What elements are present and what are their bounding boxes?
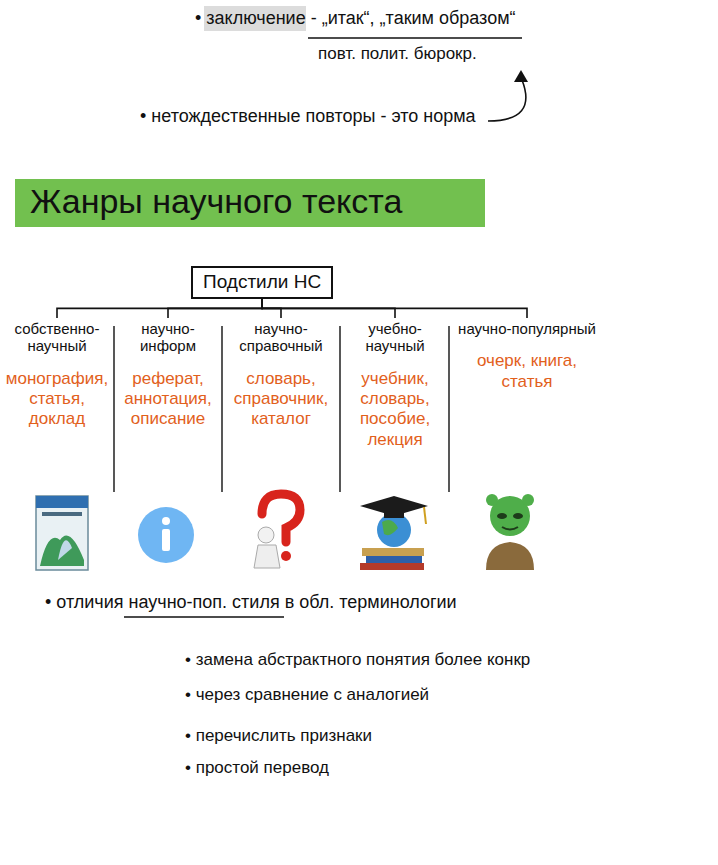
graduation-icon	[360, 496, 428, 570]
column-heading: научно-справочный	[226, 320, 336, 355]
box-label: Подстили НС	[203, 271, 321, 292]
column-heading: научно-популярный	[454, 320, 600, 337]
genre-column: научно-популярный очерк, книга, статья	[454, 318, 600, 392]
column-heading: собственно-научный	[4, 320, 110, 355]
note-text: • перечислить признаки	[185, 726, 372, 746]
note-text: повт. полит. бюрокр.	[318, 44, 477, 64]
genre-list: словарь, справочник, каталог	[226, 369, 336, 430]
tree-connector	[57, 299, 262, 318]
genre-column: научно-информ реферат, аннотация, описани…	[118, 318, 218, 430]
note-text: • отличия научно-поп. стиля в обл. терми…	[45, 592, 457, 614]
arrow-head	[514, 70, 528, 82]
note-text: • заключение - „итак“, „таким образом“	[195, 8, 516, 30]
curved-arrow	[488, 80, 526, 121]
tree-connector	[262, 299, 527, 318]
genre-list: реферат, аннотация, описание	[118, 369, 218, 430]
genre-column: научно-справочный словарь, справочник, ка…	[226, 318, 336, 430]
alien-figure	[486, 494, 534, 570]
tree-connector	[168, 299, 262, 318]
genre-list: очерк, книга, статья	[454, 351, 600, 392]
genre-list: монография, статья, доклад	[4, 369, 110, 430]
title-band	[15, 179, 485, 227]
diagram-title: Жанры научного текста	[30, 181, 402, 222]
note-text: • нетождественные повторы - это норма	[140, 106, 476, 128]
info-icon	[138, 507, 194, 563]
column-heading: научно-информ	[118, 320, 218, 355]
note-text: • простой перевод	[185, 758, 329, 778]
note-text: • через сравнение с аналогией	[185, 685, 429, 705]
category-box: Подстили НС	[191, 266, 333, 299]
genre-column: учебно-научный учебник, словарь, пособие,…	[345, 318, 445, 450]
underline	[124, 616, 284, 618]
genre-list: учебник, словарь, пособие, лекция	[345, 369, 445, 451]
genre-column: собственно-научный монография, статья, до…	[4, 318, 110, 430]
book-icon	[36, 496, 88, 570]
underline	[308, 37, 522, 39]
note-text: • замена абстрактного понятия более конк…	[185, 650, 530, 670]
question-figure	[254, 494, 300, 568]
column-heading: учебно-научный	[345, 320, 445, 355]
